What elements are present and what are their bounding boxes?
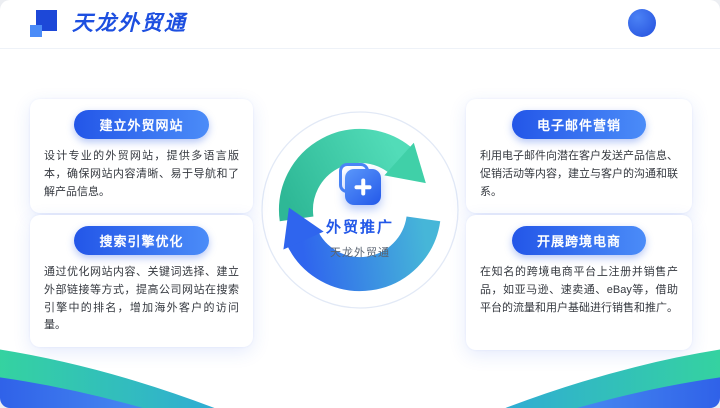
outer-ring	[261, 111, 459, 309]
decorative-circle	[628, 9, 656, 37]
card-title-seo: 搜索引擎优化	[74, 226, 209, 255]
card-build-website: 建立外贸网站 设计专业的外贸网站，提供多语言版本，确保网站内容清晰、易于导航和了…	[30, 99, 253, 214]
card-body-seo: 通过优化网站内容、关键词选择、建立外部链接等方式，提高公司网站在搜索引擎中的排名…	[44, 266, 239, 332]
cycle-arrows-icon	[261, 111, 459, 309]
card-seo: 搜索引擎优化 通过优化网站内容、关键词选择、建立外部链接等方式，提高公司网站在搜…	[30, 215, 253, 348]
cycle-center: 外贸推广 天龙外贸通	[253, 103, 467, 317]
cycle-diagram: 外贸推广 天龙外贸通	[253, 103, 467, 317]
card-title-cross-border: 开展跨境电商	[511, 226, 646, 255]
card-body-cross-border: 在知名的跨境电商平台上注册并销售产品，如亚马逊、速卖通、eBay等，借助平台的流…	[480, 266, 678, 314]
teal-arrow	[279, 128, 426, 222]
blue-arrow	[283, 207, 441, 292]
card-body-build-website: 设计专业的外贸网站，提供多语言版本，确保网站内容清晰、易于导航和了解产品信息。	[44, 150, 239, 198]
diagram-subtitle: 天龙外贸通	[330, 247, 390, 259]
logo-square-light	[30, 25, 42, 37]
card-email-marketing: 电子邮件营销 利用电子邮件向潜在客户发送产品信息、促销活动等内容，建立与客户的沟…	[466, 99, 692, 214]
promotion-plus-icon	[339, 163, 381, 205]
diagram-title: 外贸推广	[325, 219, 394, 236]
header: 天龙外贸通	[0, 0, 720, 49]
logo-icon	[30, 10, 60, 42]
card-body-email-marketing: 利用电子邮件向潜在客户发送产品信息、促销活动等内容，建立与客户的沟通和联系。	[480, 150, 678, 198]
card-cross-border: 开展跨境电商 在知名的跨境电商平台上注册并销售产品，如亚马逊、速卖通、eBay等…	[466, 215, 692, 350]
card-title-build-website: 建立外贸网站	[74, 110, 209, 139]
plus-square-icon	[345, 169, 381, 205]
card-title-email-marketing: 电子邮件营销	[511, 110, 646, 139]
page-title: 天龙外贸通	[72, 12, 187, 35]
